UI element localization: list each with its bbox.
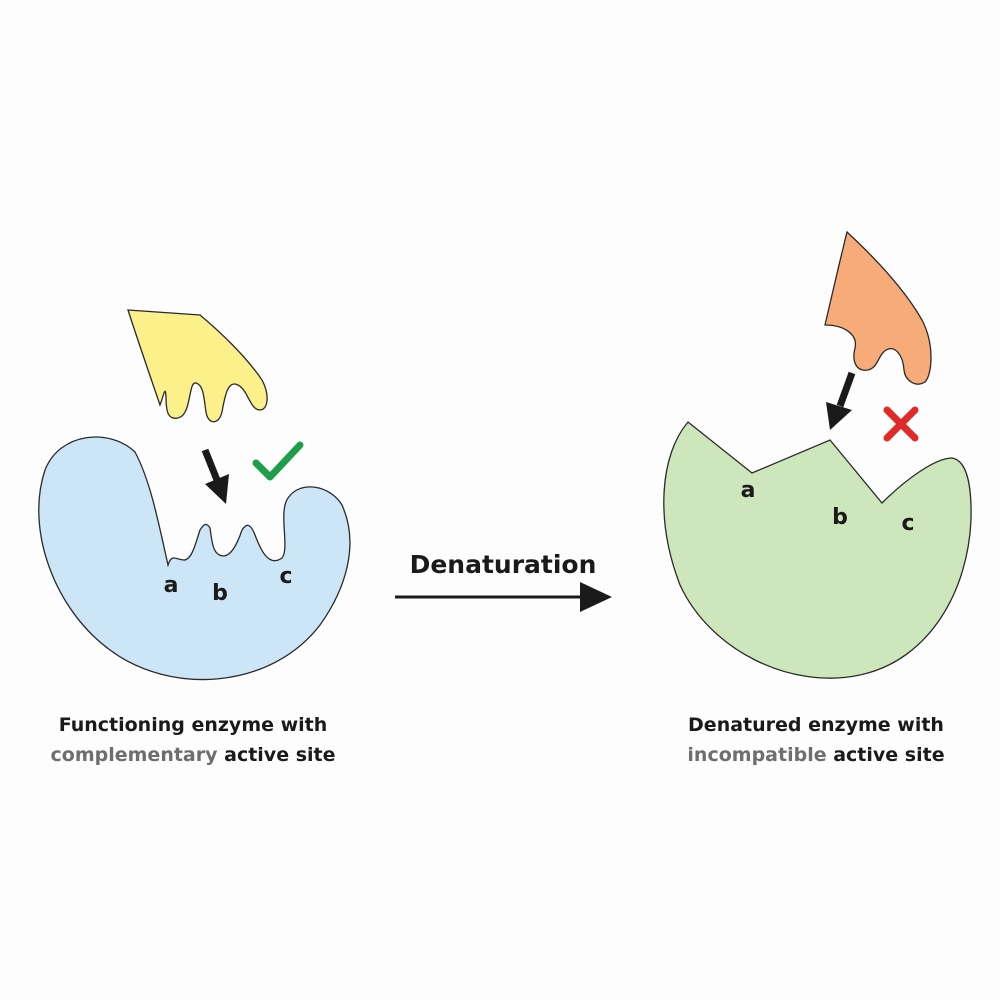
- caption-line: incompatible active site: [606, 740, 1000, 770]
- substrate-entry-arrow-right: [826, 371, 856, 430]
- functional-enzyme-caption: Functioning enzyme with complementary ac…: [0, 710, 403, 770]
- denatured-enzyme-shape: [663, 421, 972, 679]
- denatured-site-label-a: a: [741, 478, 756, 503]
- cross-icon: [883, 406, 919, 442]
- caption-line: Denatured enzyme with: [688, 714, 944, 736]
- denatured-enzyme-caption: Denatured enzyme with incompatible activ…: [606, 710, 1000, 770]
- active-site-label-c: c: [279, 564, 292, 589]
- fitting-substrate-shape: [127, 309, 268, 423]
- functional-enzyme-shape: [38, 436, 351, 681]
- check-mark-icon: [252, 441, 304, 481]
- incompatible-substrate-shape: [824, 230, 932, 385]
- denaturation-arrow: [395, 582, 612, 612]
- caption-highlight: complementary: [50, 744, 218, 766]
- caption-line: complementary active site: [0, 740, 403, 770]
- denatured-site-label-c: c: [901, 511, 914, 536]
- caption-line: Functioning enzyme with: [58, 714, 328, 736]
- denaturation-label: Denaturation: [410, 550, 597, 579]
- denatured-site-label-b: b: [832, 505, 848, 530]
- caption-rest: active site: [833, 744, 945, 766]
- caption-highlight: incompatible: [687, 744, 827, 766]
- substrate-entry-arrow-left: [201, 448, 229, 504]
- active-site-label-a: a: [164, 573, 179, 598]
- caption-rest: active site: [224, 744, 336, 766]
- active-site-label-b: b: [212, 581, 228, 606]
